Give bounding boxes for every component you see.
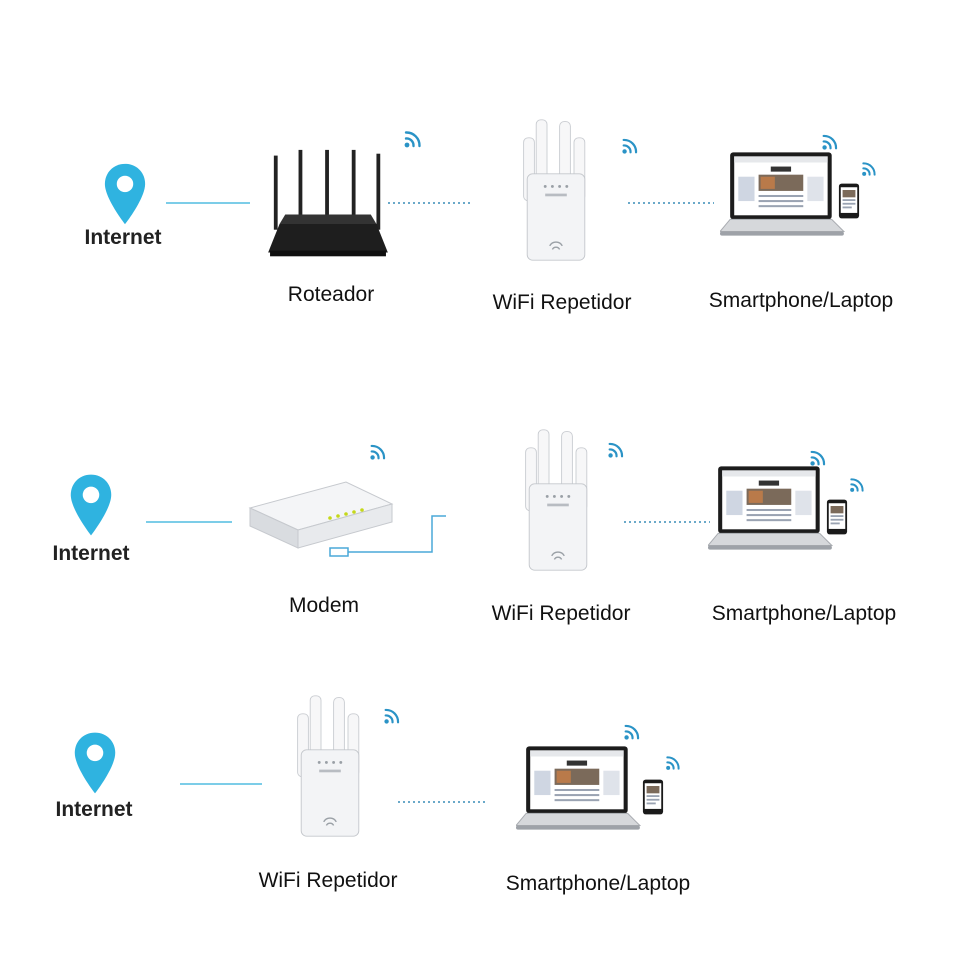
dotted-connection-line xyxy=(628,202,714,204)
wifi-signal-icon xyxy=(860,158,880,178)
dotted-connection-line xyxy=(388,202,472,204)
wifi-signal-icon xyxy=(808,446,830,468)
router-label: Roteador xyxy=(287,283,375,306)
wifi-repeater-device xyxy=(522,422,594,578)
wifi-signal-icon xyxy=(402,126,426,150)
cable-connection-line xyxy=(329,515,446,557)
repeater-label: WiFi Repetidor xyxy=(491,602,631,625)
wifi-repeater-device xyxy=(294,688,366,844)
wifi-signal-icon xyxy=(664,752,684,772)
internet-label: Internet xyxy=(84,226,162,249)
internet-label: Internet xyxy=(52,542,130,565)
connection-line xyxy=(166,202,250,204)
laptop-device xyxy=(516,744,648,836)
dotted-connection-line xyxy=(624,521,710,523)
clients-label: Smartphone/Laptop xyxy=(711,602,897,625)
modem-label: Modem xyxy=(288,594,360,617)
wifi-signal-icon xyxy=(606,438,628,460)
diagram-row-router: Internet Roteador WiFi Repetidor Smartph… xyxy=(0,0,960,330)
smartphone-device xyxy=(642,778,664,816)
diagram-row-direct: Internet WiFi Repetidor Smartphone/Lapto… xyxy=(0,660,960,960)
wifi-signal-icon xyxy=(368,440,390,462)
location-pin-icon xyxy=(68,472,114,538)
laptop-device xyxy=(720,150,852,242)
smartphone-device xyxy=(826,498,848,536)
connection-line xyxy=(146,521,232,523)
wifi-signal-icon xyxy=(622,720,644,742)
repeater-label: WiFi Repetidor xyxy=(258,869,398,892)
dotted-connection-line xyxy=(398,801,488,803)
internet-label: Internet xyxy=(55,798,133,821)
location-pin-icon xyxy=(72,730,118,796)
wifi-signal-icon xyxy=(620,134,642,156)
wifi-signal-icon xyxy=(820,130,842,152)
repeater-label: WiFi Repetidor xyxy=(492,291,632,314)
laptop-device xyxy=(708,464,840,556)
wifi-signal-icon xyxy=(848,474,868,494)
connection-line xyxy=(180,783,262,785)
location-pin-icon xyxy=(102,162,148,226)
wifi-signal-icon xyxy=(382,704,404,726)
clients-label: Smartphone/Laptop xyxy=(708,289,894,312)
router-device xyxy=(266,148,390,262)
diagram-row-modem: Internet Modem WiFi Repetidor Smartphone… xyxy=(0,330,960,660)
clients-label: Smartphone/Laptop xyxy=(505,872,691,895)
smartphone-device xyxy=(838,182,860,220)
wifi-repeater-device xyxy=(520,112,592,268)
